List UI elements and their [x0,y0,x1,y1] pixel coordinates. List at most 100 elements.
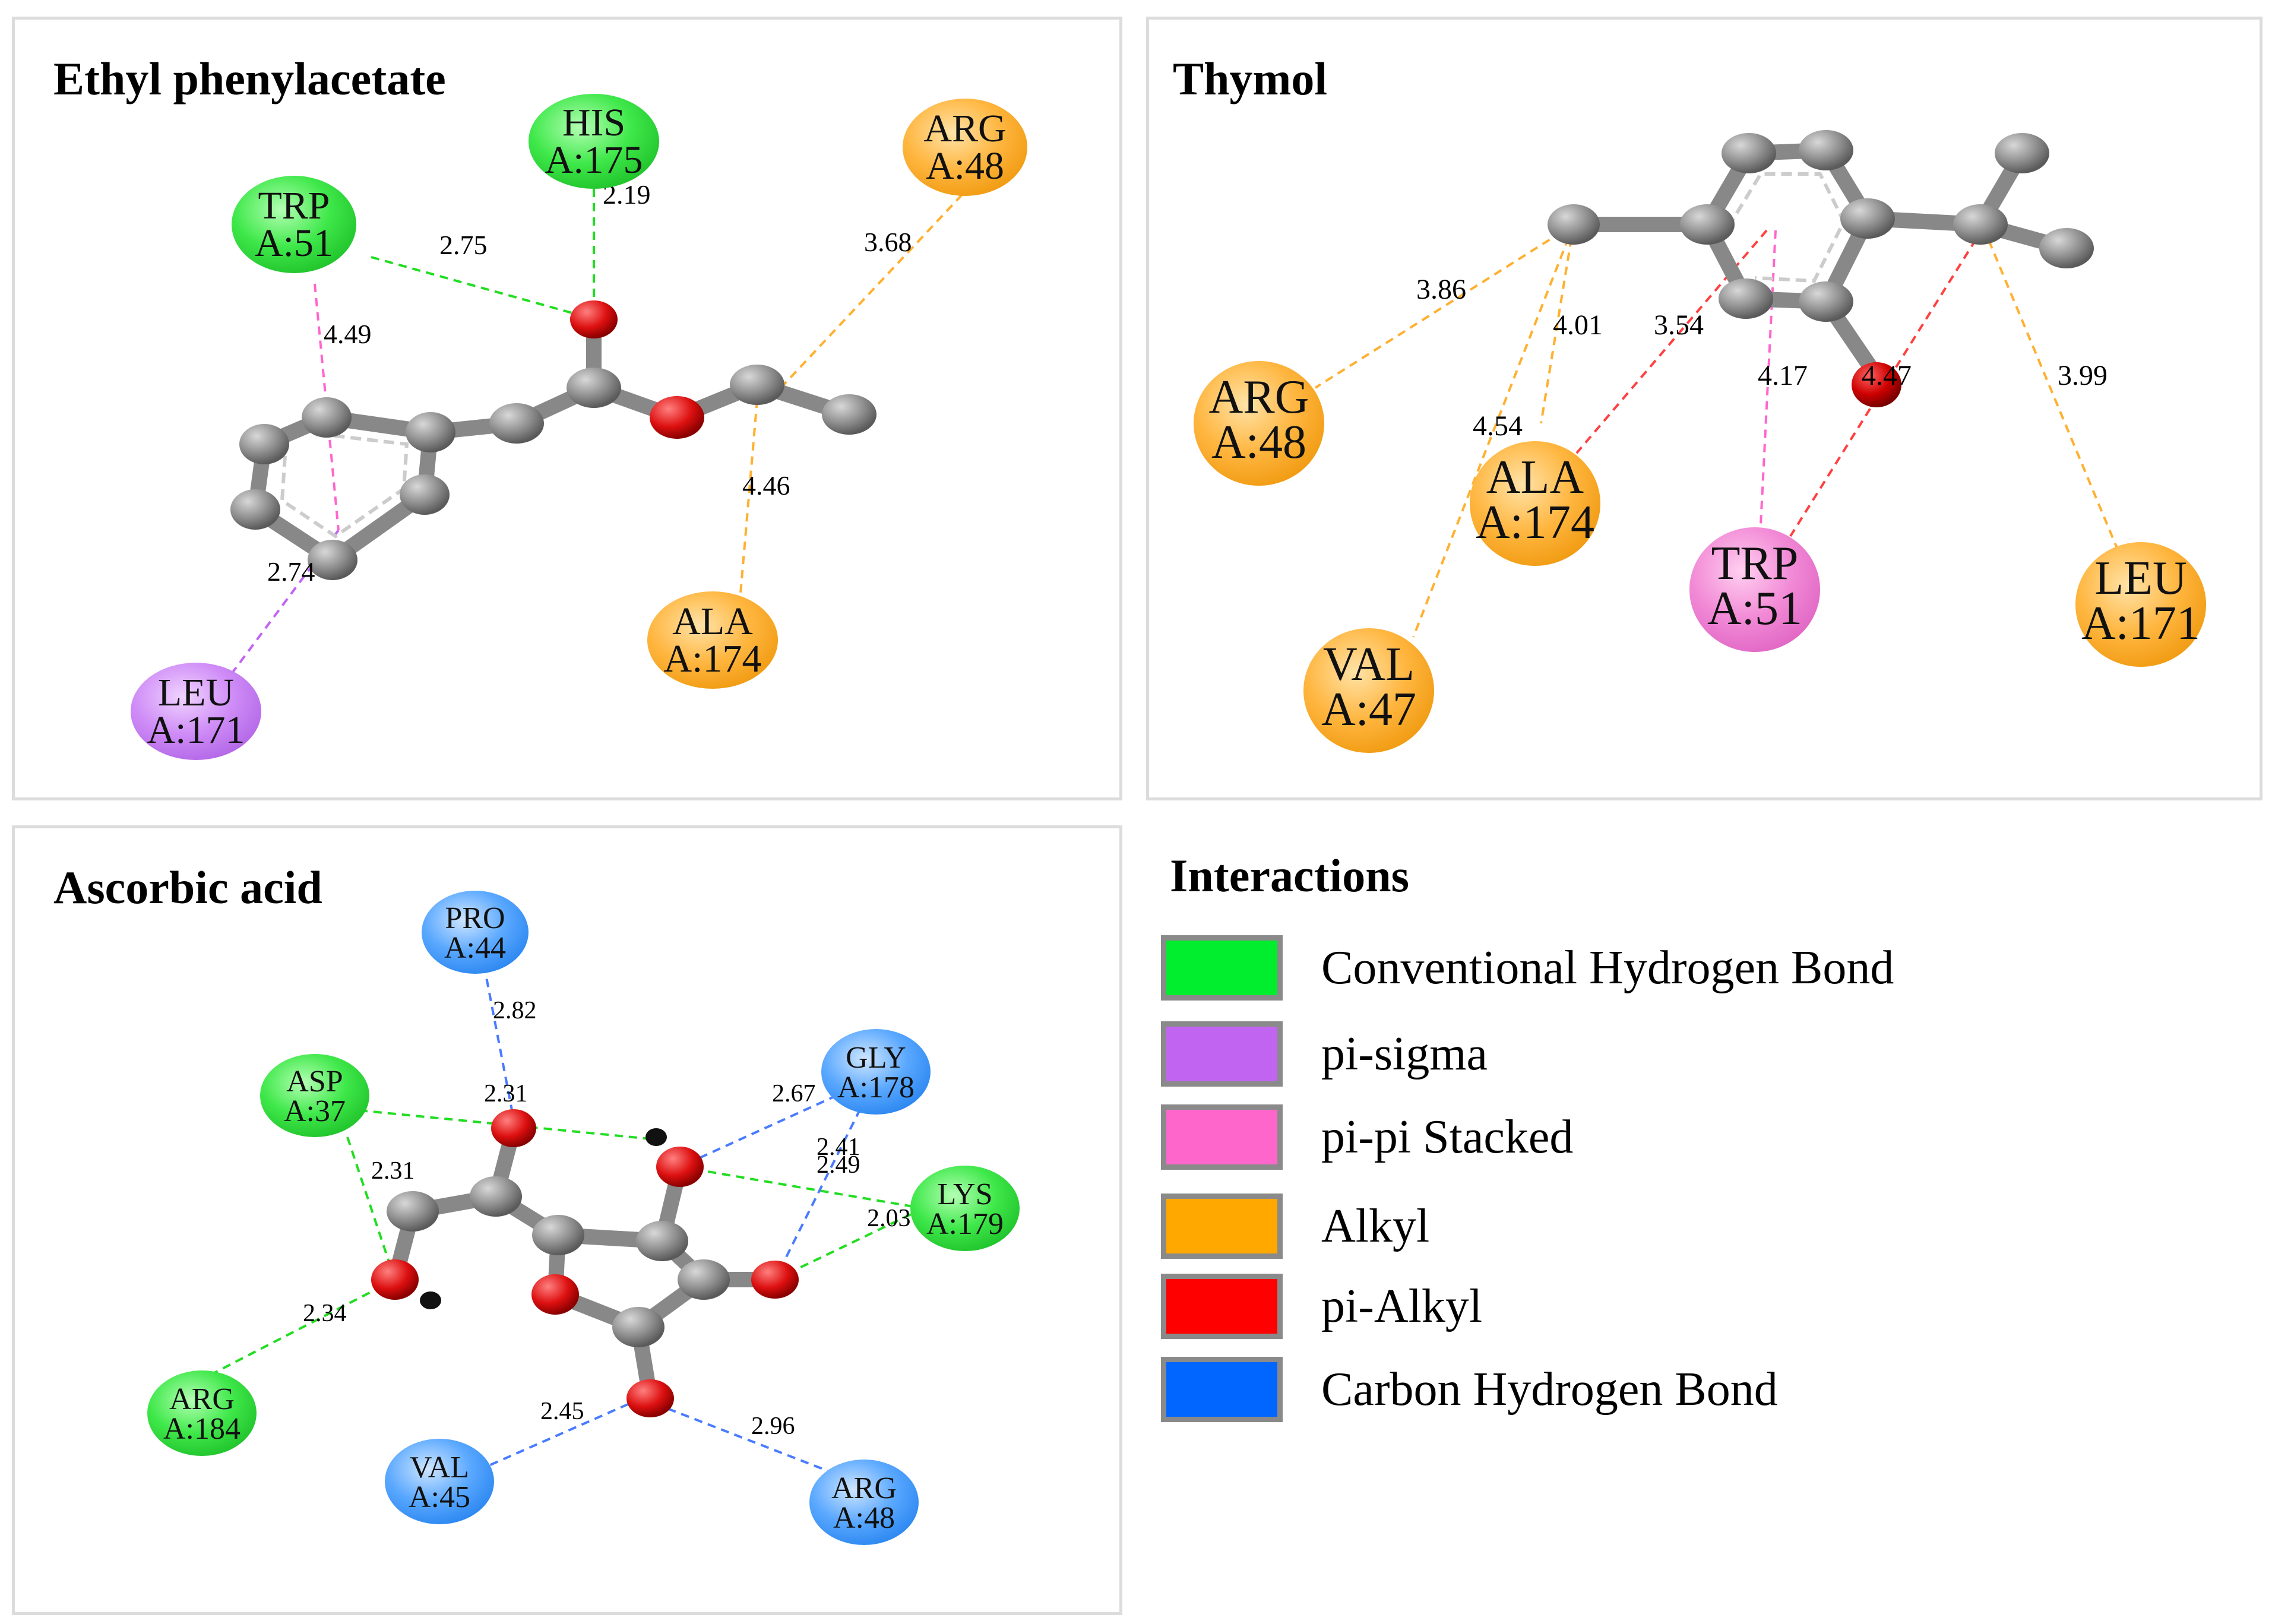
alkyl-line [1314,223,1575,389]
svg-text:A:174: A:174 [664,637,762,680]
residue-ala: ALA A:174 [647,591,778,689]
legend-item-conventional-hydrogen-bond: Conventional Hydrogen Bond [1161,935,2200,1006]
svg-text:ARG: ARG [1209,371,1309,423]
alkyl-line [1982,227,2118,549]
residue-pro: PRO A:44 [422,891,529,974]
hbond-line [679,1166,924,1210]
svg-text:A:47: A:47 [1321,683,1416,736]
residue-trp: TRP A:51 [232,176,356,273]
svg-text:A:179: A:179 [926,1207,1004,1241]
svg-text:A:175: A:175 [545,138,643,182]
interaction-lines [1314,223,2118,638]
panel-ethyl-phenylacetate: 2.19 2.75 4.49 3.68 4.46 2.74 HIS A:175 … [12,17,1122,800]
distance-label: 2.49 [817,1151,860,1179]
legend-title: Interactions [1170,850,1409,901]
legend-swatch [1161,935,1283,1001]
svg-text:ASP: ASP [286,1065,343,1099]
pi-alkyl-line [1789,226,1985,537]
residue-arg-184: ARG A:184 [147,1370,257,1456]
legend-item-alkyl: Alkyl [1161,1194,2200,1265]
residue-asp: ASP A:37 [260,1054,369,1137]
distance-label: 4.49 [324,319,372,349]
hbond-line [371,256,586,318]
svg-text:TRP: TRP [1711,537,1799,590]
svg-text:HIS: HIS [562,101,625,144]
alkyl-line [1540,224,1575,424]
svg-text:A:184: A:184 [163,1412,241,1446]
distance-label: 4.46 [742,470,790,501]
alkyl-line [738,399,758,608]
svg-text:A:178: A:178 [837,1071,915,1104]
legend-swatch [1161,1274,1283,1339]
panel-title: Ascorbic acid [53,862,322,913]
distance-label: 2.82 [493,997,537,1024]
interaction-lines [224,189,963,683]
atoms [1548,130,2094,407]
svg-text:LEU: LEU [158,671,234,714]
residue-trp: TRP A:51 [1689,527,1820,652]
atoms [230,300,876,580]
legend-label: pi-Alkyl [1321,1280,1483,1332]
legend-label: pi-sigma [1321,1028,1488,1080]
legend-label: Conventional Hydrogen Bond [1321,942,1894,994]
legend-swatch [1161,1194,1283,1259]
legend-item-pi-alkyl: pi-Alkyl [1161,1274,2200,1345]
distance-label: 2.34 [303,1300,347,1327]
residue-his: HIS A:175 [529,94,659,189]
legend-item-pi-sigma: pi-sigma [1161,1021,2200,1093]
pi-pi-line [314,283,340,531]
carbon-hbond-line [641,1397,856,1483]
distance-label: 4.54 [1473,410,1523,442]
svg-text:ALA: ALA [1486,451,1584,504]
distance-label: 4.01 [1553,309,1603,341]
svg-text:ARG: ARG [169,1382,235,1416]
panel-ascorbic-acid: 2.82 2.31 2.67 2.31 2.41 2.49 2.03 2.34 … [12,825,1122,1615]
distance-label: 4.17 [1758,360,1808,391]
svg-text:A:171: A:171 [2081,597,2200,650]
distance-label: 3.68 [864,227,912,257]
legend-item-pi-pi-stacked: pi-pi Stacked [1161,1104,2200,1176]
svg-text:A:51: A:51 [1707,583,1802,635]
panel-title: Thymol [1173,53,1328,105]
distance-label: 3.54 [1654,309,1704,341]
residue-gly: GLY A:178 [821,1029,931,1115]
svg-text:LYS: LYS [937,1177,992,1211]
svg-text:VAL: VAL [1323,638,1415,691]
distance-label: 2.31 [371,1157,415,1185]
distance-label: 2.45 [540,1398,584,1425]
distance-label: 2.75 [439,230,488,260]
molecule-bonds [247,312,857,569]
alkyl-line [1412,224,1575,638]
residue-arg-48: ARG A:48 [809,1460,919,1545]
svg-text:TRP: TRP [258,184,330,227]
molecule-bonds [1566,142,2074,384]
panel-title: Ethyl phenylacetate [53,53,446,105]
distance-labels: 2.82 2.31 2.67 2.31 2.41 2.49 2.03 2.34 … [303,997,911,1440]
interactions-legend: Interactions Conventional Hydrogen Bond … [1155,825,2224,1479]
ethyl-phenylacetate-diagram: 2.19 2.75 4.49 3.68 4.46 2.74 HIS A:175 … [131,94,1027,760]
svg-text:A:48: A:48 [926,144,1004,188]
svg-text:A:51: A:51 [255,221,333,265]
hbond-line [359,1109,663,1141]
legend-label: Alkyl [1321,1200,1430,1252]
carbon-hbond-line [774,1083,874,1280]
distance-label: 3.86 [1416,274,1466,305]
legend-label: Carbon Hydrogen Bond [1321,1363,1778,1416]
distance-label: 2.96 [751,1413,795,1440]
pi-alkyl-line [1575,229,1768,454]
legend-item-carbon-hydrogen-bond: Carbon Hydrogen Bond [1161,1357,2200,1428]
svg-text:GLY: GLY [846,1041,906,1075]
residue-leu: LEU A:171 [2075,542,2206,667]
distance-label: 2.31 [484,1080,528,1107]
hbond-line [346,1137,396,1280]
svg-text:ARG: ARG [923,107,1006,150]
distance-label: 2.67 [772,1080,816,1107]
distance-label: 3.99 [2058,360,2108,391]
residue-arg: ARG A:48 [1194,361,1324,486]
svg-text:VAL: VAL [410,1451,469,1484]
distance-label: 4.47 [1862,360,1912,391]
svg-text:A:48: A:48 [833,1501,895,1535]
svg-text:PRO: PRO [445,901,505,935]
residue-val: VAL A:45 [385,1439,494,1524]
residue-leu: LEU A:171 [131,663,261,760]
